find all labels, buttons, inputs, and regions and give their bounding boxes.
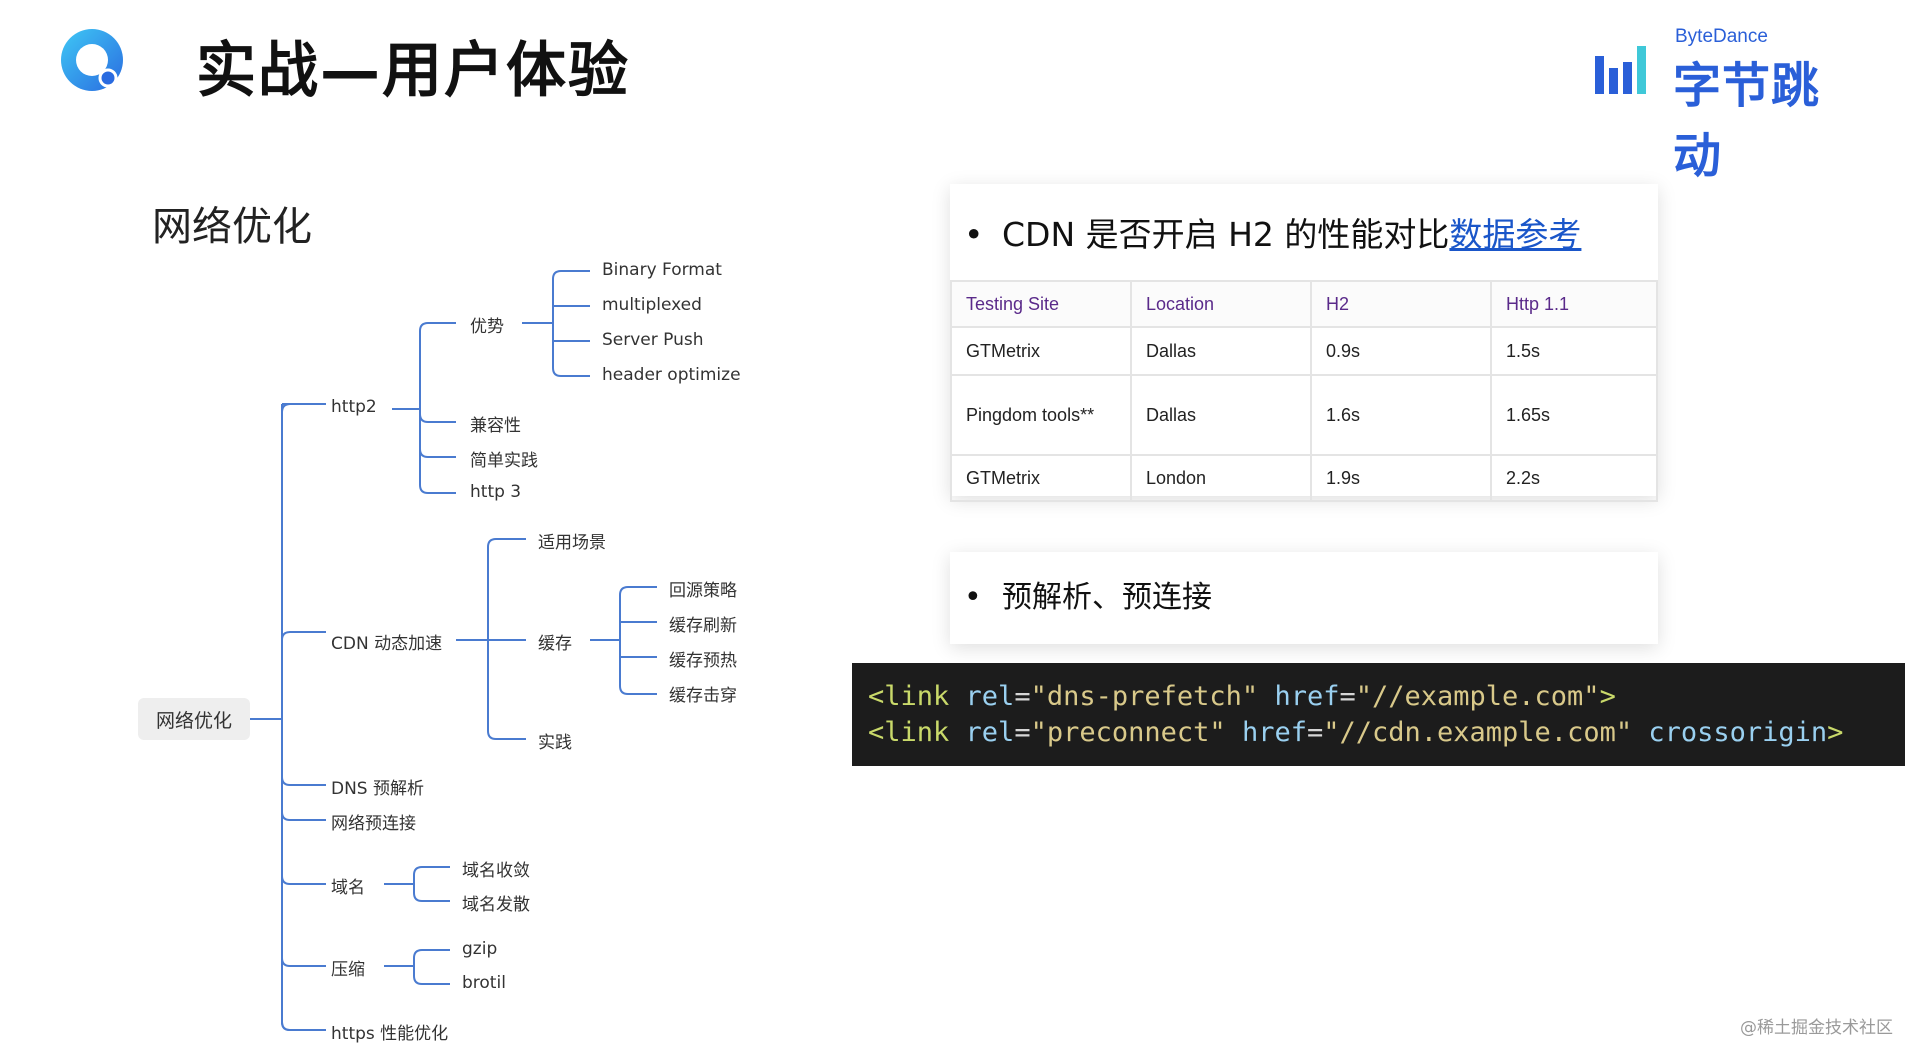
table-cell: 1.6s bbox=[1310, 374, 1492, 456]
node-server-push: Server Push bbox=[602, 330, 704, 350]
header-testing-site: Testing Site bbox=[950, 280, 1132, 328]
code-attr: href bbox=[1274, 681, 1340, 712]
section-title: 网络优化 bbox=[152, 204, 312, 250]
node-advantages: 优势 bbox=[470, 317, 504, 337]
brand-name-zh: 字节跳动 bbox=[1673, 58, 1821, 184]
mindmap-root: 网络优化 bbox=[138, 698, 250, 740]
table-cell: GTMetrix bbox=[950, 454, 1132, 502]
table-row: Pingdom tools** Dallas 1.6s 1.65s bbox=[950, 374, 1658, 456]
app-logo-icon bbox=[61, 29, 123, 91]
node-origin-policy: 回源策略 bbox=[669, 581, 737, 601]
node-simple-practice: 简单实践 bbox=[470, 451, 538, 471]
node-compatibility: 兼容性 bbox=[470, 416, 521, 436]
node-use-cases: 适用场景 bbox=[538, 533, 606, 553]
code-equals: = bbox=[1339, 681, 1356, 712]
code-string: "preconnect" bbox=[1030, 717, 1226, 748]
bullet: • bbox=[964, 215, 984, 254]
table-row: GTMetrix Dallas 0.9s 1.5s bbox=[950, 326, 1658, 376]
bytedance-bars-icon bbox=[1595, 46, 1646, 94]
preconnect-card: • 预解析、预连接 bbox=[950, 552, 1658, 644]
code-attr: rel bbox=[965, 681, 1015, 712]
table-cell: Pingdom tools** bbox=[950, 374, 1132, 456]
node-cdn-practice: 实践 bbox=[538, 733, 572, 753]
node-domain-diverge: 域名发散 bbox=[462, 895, 530, 915]
header-h2: H2 bbox=[1310, 280, 1492, 328]
code-tag-end: > bbox=[1827, 717, 1844, 748]
node-header-optimize: header optimize bbox=[602, 365, 741, 385]
code-tag: <link bbox=[868, 717, 950, 748]
code-equals: = bbox=[1014, 717, 1031, 748]
data-reference-link[interactable]: 数据参考 bbox=[1449, 215, 1582, 254]
node-network-preconnect: 网络预连接 bbox=[331, 814, 416, 834]
code-equals: = bbox=[1306, 717, 1324, 748]
code-line-1: <link rel="dns-prefetch" href="//example… bbox=[868, 679, 1905, 715]
node-dns-prefetch: DNS 预解析 bbox=[331, 779, 425, 799]
brand-name-en: ByteDance bbox=[1675, 26, 1768, 47]
table-cell: Dallas bbox=[1130, 374, 1312, 456]
code-tag-end: > bbox=[1599, 681, 1616, 712]
node-multiplexed: multiplexed bbox=[602, 295, 702, 315]
card2-bullet-line: • 预解析、预连接 bbox=[964, 572, 1212, 616]
slide-title: 实战—用户体验 bbox=[196, 36, 630, 106]
mind-map: 网络优化 http2 优势 Binary Format multiplexed … bbox=[0, 0, 860, 1048]
code-block: <link rel="dns-prefetch" href="//example… bbox=[852, 663, 1905, 766]
header-location: Location bbox=[1130, 280, 1312, 328]
node-brotil: brotil bbox=[462, 973, 506, 993]
bullet: • bbox=[964, 580, 982, 615]
bytedance-logo: ByteDance 字节跳动 bbox=[1593, 26, 1853, 184]
node-binary-format: Binary Format bbox=[602, 260, 722, 280]
node-http2: http2 bbox=[331, 397, 377, 417]
card2-text: 预解析、预连接 bbox=[1002, 580, 1212, 615]
code-string: "//example.com" bbox=[1355, 681, 1600, 712]
cdn-h2-card: • CDN 是否开启 H2 的性能对比数据参考 Testing Site Loca… bbox=[950, 184, 1658, 502]
table-cell: 1.65s bbox=[1490, 374, 1658, 456]
table-cell: Dallas bbox=[1130, 326, 1312, 376]
node-domain: 域名 bbox=[331, 878, 365, 898]
footer-credit: @稀土掘金技术社区 bbox=[1740, 1018, 1893, 1038]
node-cache-refresh: 缓存刷新 bbox=[669, 616, 737, 636]
node-cache-warmup: 缓存预热 bbox=[669, 651, 737, 671]
performance-table: Testing Site Location H2 Http 1.1 GTMetr… bbox=[950, 280, 1658, 502]
node-domain-converge: 域名收敛 bbox=[462, 861, 530, 881]
table-cell: London bbox=[1130, 454, 1312, 502]
node-cache-breakdown: 缓存击穿 bbox=[669, 686, 737, 706]
code-string: "//cdn.example.com" bbox=[1323, 717, 1633, 748]
table-cell: GTMetrix bbox=[950, 326, 1132, 376]
node-compression: 压缩 bbox=[331, 960, 365, 980]
node-https-optimization: https 性能优化 bbox=[331, 1024, 449, 1044]
mind-map-connectors bbox=[250, 270, 657, 1031]
code-string: "dns-prefetch" bbox=[1030, 681, 1259, 712]
table-row: GTMetrix London 1.9s 2.2s bbox=[950, 454, 1658, 502]
table-cell: 1.5s bbox=[1490, 326, 1658, 376]
card1-heading-text: CDN 是否开启 H2 的性能对比 bbox=[1002, 215, 1450, 254]
code-attr: rel bbox=[965, 717, 1015, 748]
node-http3: http 3 bbox=[470, 482, 522, 502]
code-attr: crossorigin bbox=[1648, 717, 1828, 748]
table-cell: 0.9s bbox=[1310, 326, 1492, 376]
header-http11: Http 1.1 bbox=[1490, 280, 1658, 328]
code-attr: href bbox=[1241, 717, 1307, 748]
code-tag: <link bbox=[868, 681, 950, 712]
code-equals: = bbox=[1014, 681, 1031, 712]
node-cdn-acceleration: CDN 动态加速 bbox=[331, 634, 443, 654]
code-line-2: <link rel="preconnect" href="//cdn.examp… bbox=[868, 715, 1905, 751]
table-cell: 2.2s bbox=[1490, 454, 1658, 502]
card1-heading: • CDN 是否开启 H2 的性能对比数据参考 bbox=[964, 208, 1581, 256]
node-cache: 缓存 bbox=[538, 634, 572, 654]
node-gzip: gzip bbox=[462, 939, 498, 959]
table-header-row: Testing Site Location H2 Http 1.1 bbox=[950, 280, 1658, 328]
table-cell: 1.9s bbox=[1310, 454, 1492, 502]
